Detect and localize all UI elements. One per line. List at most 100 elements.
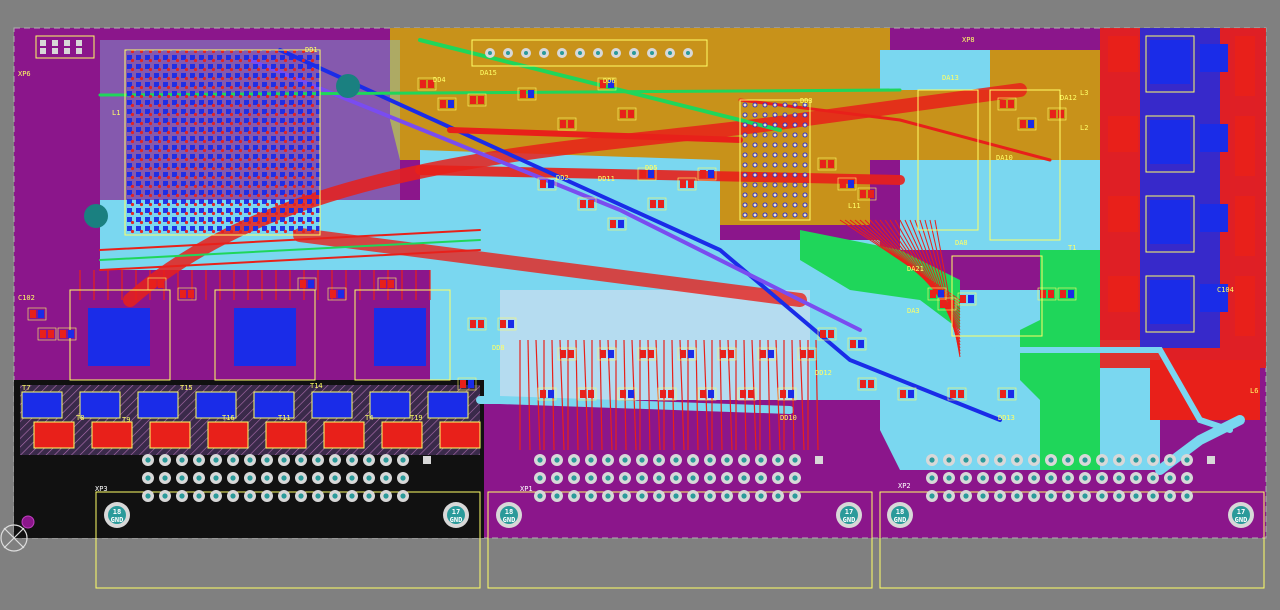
qfn-3-silk — [354, 289, 451, 381]
connector-hole — [1082, 457, 1088, 463]
transistor-silk — [323, 421, 365, 449]
connector-hole — [179, 493, 185, 499]
transistor-silk — [195, 391, 237, 419]
connector-hole — [1082, 475, 1088, 481]
header-hole — [614, 51, 618, 55]
label-l6: L6 — [1250, 387, 1258, 395]
label-t7: T7 — [22, 384, 30, 392]
regulator-silk — [1145, 195, 1195, 253]
label-dd2: DD2 — [556, 174, 569, 182]
origin-crosshair — [0, 515, 35, 552]
traces-group — [98, 38, 1245, 475]
smd-pad — [828, 330, 834, 338]
header-hole — [668, 51, 672, 55]
smd-pad — [1008, 390, 1014, 398]
smd-pad — [1020, 120, 1026, 128]
connector-hole — [1031, 457, 1037, 463]
connector-hole — [400, 493, 406, 499]
regulator-pad — [1108, 196, 1138, 232]
connector-key — [423, 456, 431, 464]
mounting-hole-2 — [84, 204, 108, 228]
connector-hole — [196, 493, 202, 499]
smd-silk — [637, 347, 657, 361]
da10-silk — [989, 89, 1061, 241]
smd-pad — [478, 96, 484, 104]
connector-hole — [690, 475, 696, 481]
connector-hole — [366, 475, 372, 481]
label-dd11: DD11 — [598, 175, 615, 183]
connector-hole — [1099, 457, 1105, 463]
gnd-pin-label: GND — [894, 516, 907, 524]
bga-dd1-silk — [124, 49, 321, 236]
smd-pad — [610, 220, 616, 228]
transistor-silk — [265, 421, 307, 449]
top-header-outline — [471, 39, 708, 67]
smd-silk — [997, 97, 1017, 111]
thin-trace — [934, 219, 961, 358]
header-hole — [596, 51, 600, 55]
smd-pad — [388, 280, 394, 288]
connector-hole — [622, 457, 628, 463]
smd-silk — [857, 377, 877, 391]
transistor-pad — [92, 422, 132, 448]
transistor-pad — [440, 422, 480, 448]
thin-trace — [727, 339, 733, 451]
smd-pad — [640, 350, 646, 358]
transistor-silk — [33, 421, 75, 449]
smd-pad — [40, 330, 46, 338]
cyan-plane-tr — [880, 50, 990, 90]
connector-hole — [929, 475, 935, 481]
connector-hole — [792, 493, 798, 499]
smd-pad — [708, 170, 714, 178]
connector-hole — [997, 493, 1003, 499]
transistor-pad — [138, 392, 178, 418]
smd-pad — [608, 80, 614, 88]
smd-silk — [837, 177, 857, 191]
regulator-body — [1150, 40, 1190, 84]
smd-silk — [537, 177, 557, 191]
smd-pad — [540, 180, 546, 188]
regulator-silk — [1145, 275, 1195, 333]
smd-silk — [717, 347, 737, 361]
smd-pad — [560, 350, 566, 358]
connector-hole — [980, 493, 986, 499]
connector-hole — [741, 475, 747, 481]
qfn-chip-2 — [234, 308, 296, 366]
smd-pad — [1000, 100, 1006, 108]
smd-pad — [950, 390, 956, 398]
smd-silk — [617, 107, 637, 121]
smd-silk — [147, 277, 167, 291]
gnd-pin-label: GND — [843, 516, 856, 524]
smd-pad — [948, 300, 954, 308]
transistor-silk — [149, 421, 191, 449]
smd-silk — [467, 317, 487, 331]
xp6-pads — [40, 40, 82, 54]
smd-silk — [557, 117, 577, 131]
smd-pad — [908, 390, 914, 398]
thin-trace — [607, 339, 613, 451]
connector-hole — [1014, 475, 1020, 481]
dd3-via-array — [740, 100, 810, 220]
smd-pad — [1000, 390, 1006, 398]
connector-hole — [213, 457, 219, 463]
header-hole — [650, 51, 654, 55]
transistor-silk — [21, 391, 63, 419]
dd3-silk — [739, 99, 811, 221]
connector-hole — [639, 493, 645, 499]
label-dd13: DD13 — [998, 414, 1015, 422]
smd-pad — [648, 350, 654, 358]
smd-pad — [608, 350, 614, 358]
label-t4: T4 — [365, 414, 373, 422]
smd-pad — [60, 330, 66, 338]
green-plane-mid — [800, 230, 960, 330]
connector-hole — [690, 457, 696, 463]
connector-hole — [298, 493, 304, 499]
smd-pad — [1058, 110, 1064, 118]
gnd-pin-number: 18 — [505, 508, 513, 516]
transistor-silk — [91, 421, 133, 449]
connector-hole — [758, 475, 764, 481]
thin-trace — [647, 339, 651, 451]
smd-pad — [728, 350, 734, 358]
